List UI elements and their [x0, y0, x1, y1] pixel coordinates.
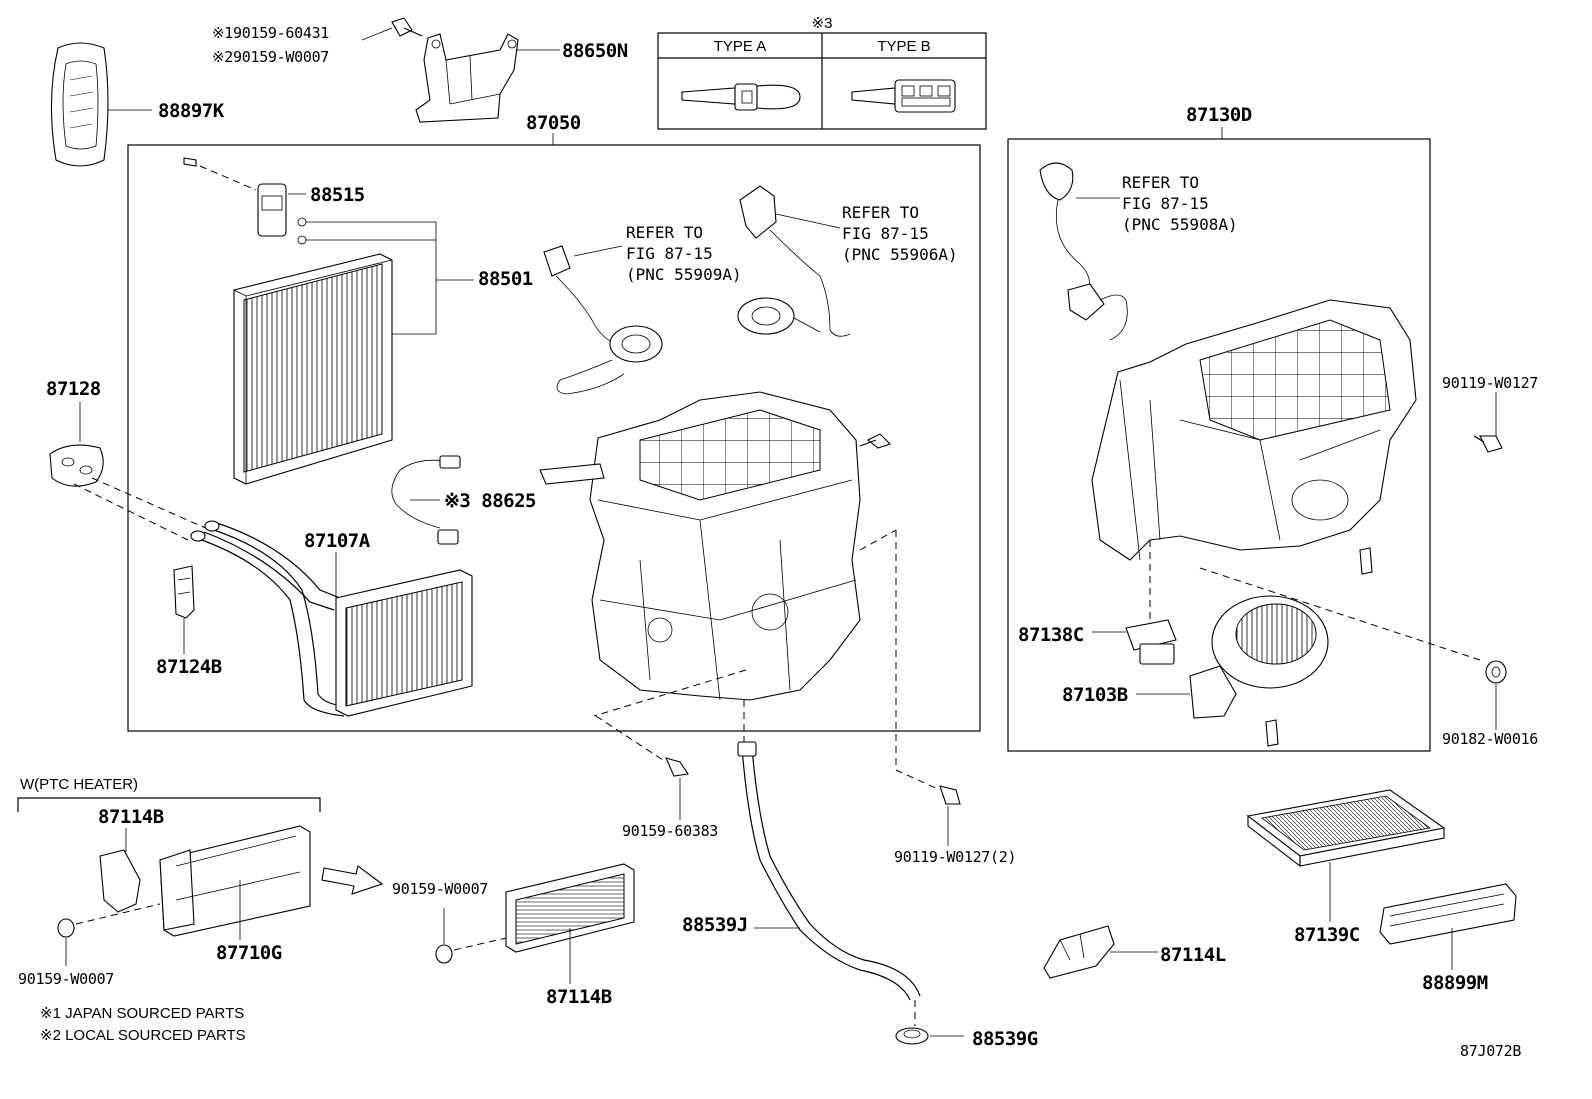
label-88625: ※3 88625	[444, 490, 537, 512]
label-figure-code: 87J072B	[1460, 1042, 1522, 1060]
label-87710G: 87710G	[216, 942, 282, 964]
label-87130D: 87130D	[1186, 104, 1252, 126]
label-88897K: 88897K	[158, 100, 224, 122]
label-90182-W0016: 90182-W0016	[1442, 730, 1539, 748]
part-87114L	[1043, 925, 1158, 979]
harness-55909A	[543, 245, 663, 395]
label-88501: 88501	[478, 268, 533, 290]
label-87050: 87050	[526, 112, 581, 134]
part-88625	[391, 455, 461, 545]
label-90119-W0127: 90119-W0127	[1442, 374, 1539, 392]
part-88539J	[737, 741, 921, 1026]
type-table	[657, 32, 987, 130]
label-88650N: 88650N	[562, 40, 628, 62]
label-87114B-bottom: 87114B	[546, 986, 612, 1008]
label-88515: 88515	[310, 184, 365, 206]
label-88539J: 88539J	[682, 914, 748, 936]
label-87139C: 87139C	[1294, 924, 1360, 946]
part-88897K	[50, 42, 152, 167]
label-88899M: 88899M	[1422, 972, 1488, 994]
footnote-local: ※2 LOCAL SOURCED PARTS	[40, 1027, 246, 1044]
label-90159-W0007-mid: 90159-W0007	[392, 880, 489, 898]
part-88899M	[1379, 883, 1517, 970]
label-87114B-top: 87114B	[98, 806, 164, 828]
footnote-japan: ※1 JAPAN SOURCED PARTS	[40, 1005, 245, 1022]
bolt-90119-W0127-2	[939, 785, 961, 846]
ref-note-55908A: REFER TO FIG 87-15 (PNC 55908A)	[1122, 173, 1238, 234]
label-90159-W0007-left: 90159-W0007	[18, 970, 115, 988]
part-87138C	[1092, 619, 1177, 665]
bolt-90159-60383	[665, 757, 689, 820]
label-screw-note-2: ※290159-W0007	[212, 48, 330, 66]
label-90159-60383: 90159-60383	[622, 822, 719, 840]
part-87114B-top	[99, 828, 141, 913]
group-box-87130D	[1007, 138, 1431, 752]
harness-55906A	[737, 185, 851, 337]
label-90119-W0127-2: 90119-W0127(2)	[894, 848, 1017, 866]
part-87130D	[1039, 162, 1503, 661]
label-87103B: 87103B	[1062, 684, 1128, 706]
part-88539G	[895, 1027, 964, 1045]
part-87139C	[1246, 789, 1446, 922]
part-87124B	[173, 565, 195, 654]
label-87138C: 87138C	[1018, 624, 1084, 646]
label-87128: 87128	[46, 378, 101, 400]
nut-90182-W0016	[1485, 660, 1507, 730]
part-87128	[49, 402, 211, 541]
hvac-case-87050	[539, 391, 892, 701]
bolt-90159-W0007-left	[57, 903, 161, 966]
label-screw-note-1: ※190159-60431	[212, 24, 330, 42]
bolt-90159-W0007-mid	[435, 908, 507, 964]
type-table-col-a: TYPE A	[713, 38, 767, 55]
label-87107A: 87107A	[304, 530, 370, 552]
part-87103B	[1136, 595, 1329, 747]
ref-note-55909A: REFER TO FIG 87-15 (PNC 55909A)	[626, 223, 742, 284]
ptc-group-label: W(PTC HEATER)	[20, 776, 139, 793]
arrow	[321, 865, 384, 895]
label-88539G: 88539G	[972, 1028, 1038, 1050]
label-87124B: 87124B	[156, 656, 222, 678]
part-88515	[183, 157, 474, 335]
ref-note-55906A: REFER TO FIG 87-15 (PNC 55906A)	[842, 203, 958, 264]
label-87114L: 87114L	[1160, 944, 1226, 966]
group-box-87050	[127, 144, 981, 732]
part-87710G	[159, 825, 311, 940]
part-88501	[233, 253, 393, 485]
type-table-col-b: TYPE B	[877, 38, 931, 55]
part-87114B-bottom	[505, 863, 635, 984]
part-88650N	[361, 17, 560, 123]
part-87107A	[190, 520, 473, 717]
ptc-bracket	[17, 797, 321, 812]
type-table-mark: ※3	[811, 15, 833, 32]
